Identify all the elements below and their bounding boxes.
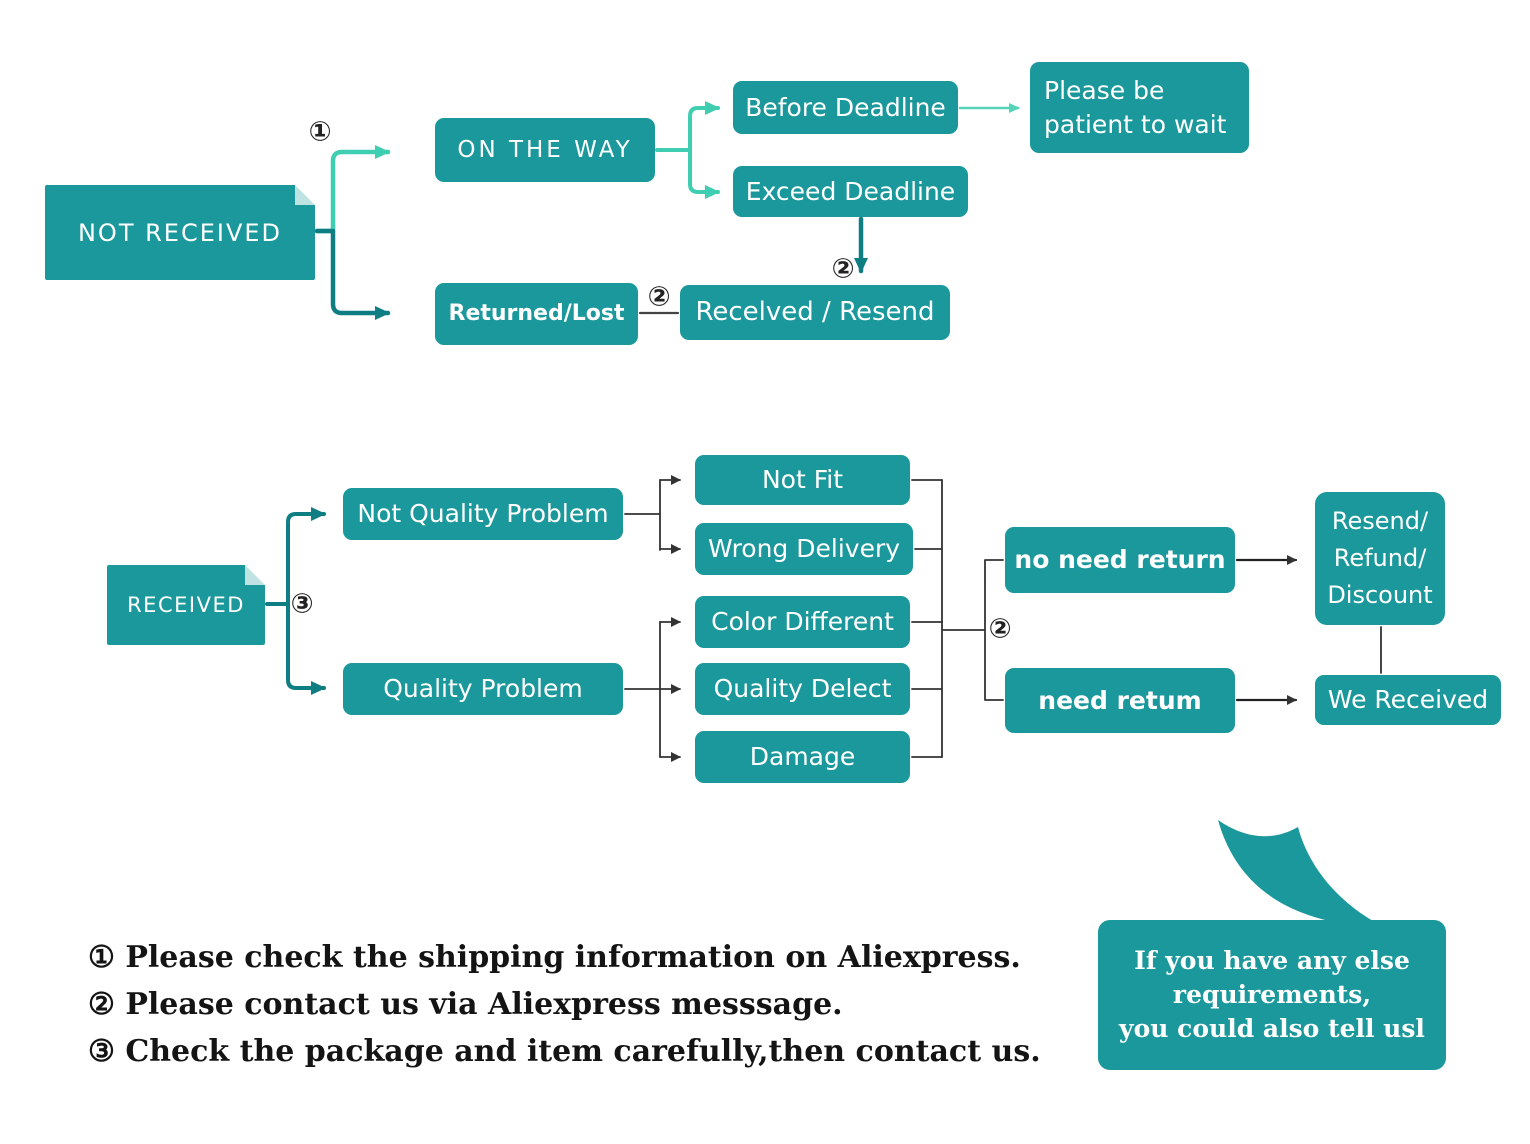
- exceed-deadline-box: Exceed Deadline: [733, 166, 968, 217]
- damage-box: Damage: [695, 731, 910, 783]
- need-return-box: need retum: [1005, 668, 1235, 733]
- quality-delect-box: Quality Delect: [695, 663, 910, 715]
- arrow-ontheway-to-beforedeadline: [655, 101, 720, 152]
- arrow-received-to-quality: [286, 602, 326, 695]
- we-received-box: We Received: [1315, 675, 1501, 725]
- note-line-1: ① Please check the shipping information …: [88, 940, 1021, 975]
- resend-line2: Refund/: [1333, 544, 1427, 572]
- step1-marker: ①: [308, 116, 332, 148]
- step2-marker-bracket: ②: [988, 613, 1012, 645]
- please-wait-line1: Please be: [1044, 75, 1165, 105]
- step3-marker: ③: [290, 588, 314, 620]
- bracket-quality-stem: [624, 621, 661, 758]
- not-received-box: NOT RECEIVED: [45, 185, 315, 280]
- not-quality-problem-box: Not Quality Problem: [343, 488, 623, 540]
- note-line-2: ② Please contact us via Aliexpress messs…: [88, 987, 843, 1022]
- note-line-3: ③ Check the package and item carefully,t…: [88, 1034, 1041, 1069]
- wrong-delivery-box: Wrong Delivery: [695, 523, 913, 575]
- before-deadline-box: Before Deadline: [733, 81, 958, 134]
- bubble-line1: If you have any else: [1134, 946, 1410, 975]
- on-the-way-box: ON THE WAY: [435, 118, 655, 182]
- please-wait-box: Please be patient to wait: [1030, 62, 1249, 153]
- received-resend-box: Recelved / Resend: [680, 285, 950, 340]
- bracket-right-stubs: [911, 479, 943, 758]
- please-wait-line2: patient to wait: [1044, 109, 1227, 139]
- arrow-ontheway-to-exceeddeadline: [688, 148, 720, 199]
- resend-line3: Discount: [1327, 581, 1433, 609]
- resend-refund-discount-box: Resend/ Refund/ Discount: [1315, 492, 1445, 625]
- no-need-return-box: no need return: [1005, 527, 1235, 593]
- bubble-line2: requirements,: [1172, 980, 1372, 1009]
- bracket-right-stem: [941, 479, 1004, 758]
- returned-lost-box: Returned/Lost: [435, 283, 638, 345]
- bubble-line3: you could also tell usl: [1119, 1014, 1425, 1043]
- step2-marker-exceed: ②: [831, 253, 855, 285]
- not-fit-box: Not Fit: [695, 455, 910, 505]
- arrow-received-to-notquality: [265, 507, 326, 606]
- bracket-notquality-stem: [624, 479, 661, 551]
- resend-line1: Resend/: [1331, 507, 1429, 535]
- requirements-bubble: If you have any else requirements, you c…: [1098, 920, 1446, 1070]
- arrow-notreceived-to-returnedlost: [314, 228, 391, 320]
- received-box: RECEIVED: [107, 565, 265, 645]
- quality-problem-box: Quality Problem: [343, 663, 623, 715]
- arrow-notreceived-to-ontheway: [314, 145, 391, 234]
- step2-marker-returned: ②: [647, 281, 671, 313]
- bubble-tail: [1218, 820, 1380, 925]
- color-different-box: Color Different: [695, 596, 910, 648]
